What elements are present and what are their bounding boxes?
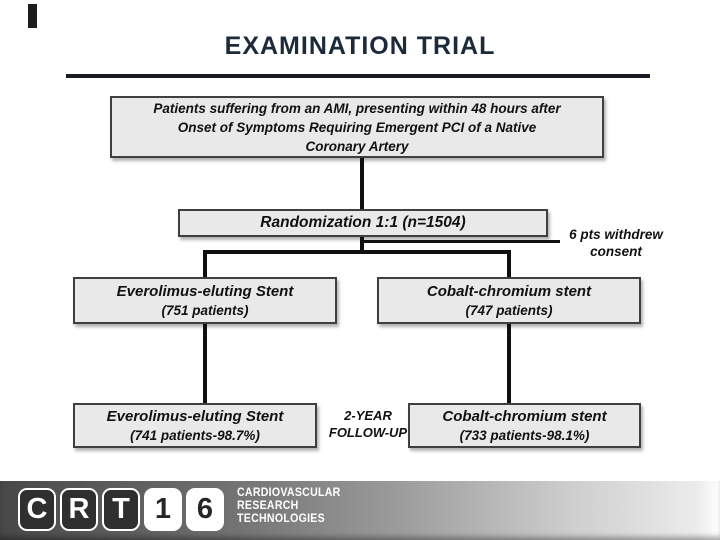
arm-name: Cobalt-chromium stent — [426, 282, 592, 300]
followup-name: Cobalt-chromium stent — [442, 407, 607, 425]
population-box: Patients suffering from an AMI, presenti… — [110, 96, 604, 158]
org-name: CARDIOVASCULAR RESEARCH TECHNOLOGIES — [237, 487, 341, 526]
org-name-line: RESEARCH — [237, 500, 299, 512]
population-line: Onset of Symptoms Requiring Emergent PCI… — [177, 119, 537, 135]
logo-tile-6: 6 — [186, 488, 224, 531]
logo-tile-c: C — [18, 488, 56, 531]
followup-box-everolimus: Everolimus-eluting Stent (741 patients-9… — [73, 403, 317, 448]
arm-box-everolimus: Everolimus-eluting Stent (751 patients) — [73, 277, 337, 324]
withdrew-note-line: 6 pts withdrew — [569, 227, 663, 242]
logo-tile-r: R — [60, 488, 98, 531]
population-line: Coronary Artery — [305, 138, 409, 154]
crt16-logo: C R T 1 6 — [18, 488, 224, 531]
logo-tile-t: T — [102, 488, 140, 531]
followup-count: (733 patients-98.1%) — [459, 427, 590, 443]
connector-randomization-branch — [360, 237, 364, 253]
connector-right-drop — [507, 250, 511, 277]
org-name-line: TECHNOLOGIES — [237, 513, 325, 525]
followup-name: Everolimus-eluting Stent — [106, 407, 284, 425]
arm-box-cobalt: Cobalt-chromium stent (747 patients) — [377, 277, 641, 324]
title-underline — [66, 74, 650, 78]
connector-left-drop — [203, 250, 207, 277]
randomization-label: Randomization 1:1 (n=1504) — [260, 214, 466, 231]
logo-tile-1: 1 — [144, 488, 182, 531]
withdrew-note: 6 pts withdrew consent — [562, 226, 670, 260]
connector-right-followup — [507, 324, 511, 403]
population-line: Patients suffering from an AMI, presenti… — [153, 100, 561, 116]
followup-note-line: FOLLOW-UP — [328, 425, 408, 440]
org-name-line: CARDIOVASCULAR — [237, 487, 341, 499]
arm-count: (751 patients) — [161, 302, 249, 318]
followup-note: 2-YEAR FOLLOW-UP — [323, 407, 413, 441]
arm-count: (747 patients) — [465, 302, 553, 318]
followup-note-line: 2-YEAR — [344, 408, 392, 423]
connector-population-randomization — [360, 158, 364, 209]
connector-left-followup — [203, 324, 207, 403]
slide-corner-mark — [28, 4, 37, 28]
connector-withdrew — [362, 240, 560, 243]
withdrew-note-line: consent — [590, 244, 642, 259]
randomization-box: Randomization 1:1 (n=1504) — [178, 209, 548, 237]
connector-branch-bar — [203, 250, 511, 254]
page-title: EXAMINATION TRIAL — [224, 32, 496, 60]
followup-count: (741 patients-98.7%) — [130, 427, 260, 443]
followup-box-cobalt: Cobalt-chromium stent (733 patients-98.1… — [408, 403, 641, 448]
arm-name: Everolimus-eluting Stent — [116, 282, 294, 300]
